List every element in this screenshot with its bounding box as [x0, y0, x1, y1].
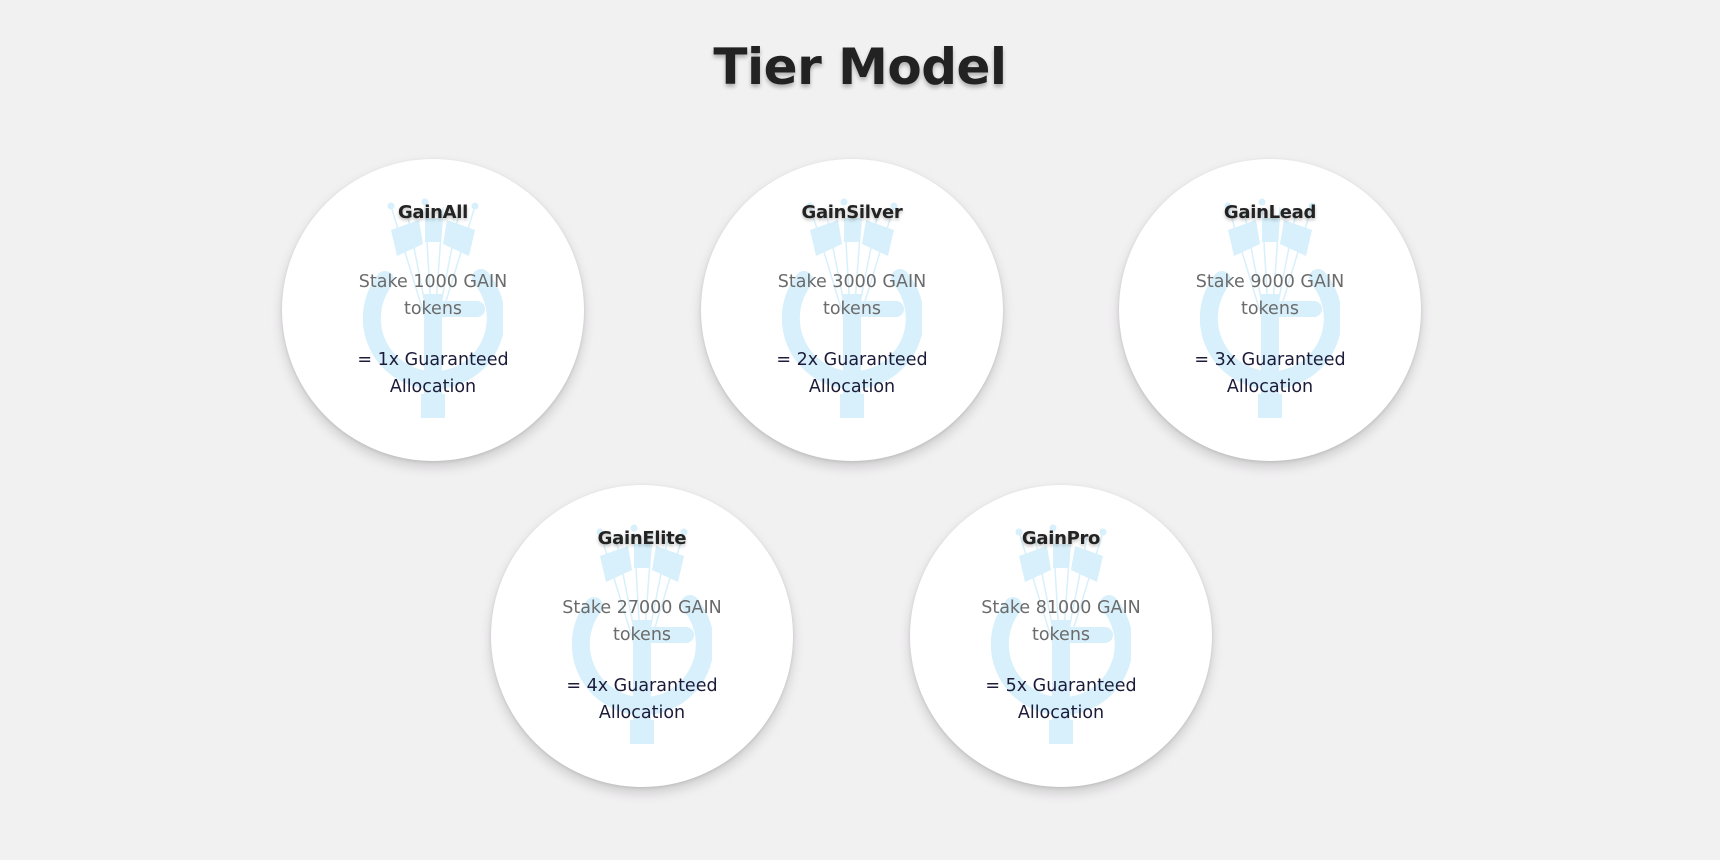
tier-allocation: = 3x Guaranteed Allocation	[1194, 350, 1346, 397]
tier-name: GainElite	[597, 528, 687, 549]
tier-name: GainPro	[1021, 528, 1101, 549]
tier-stake-requirement: Stake 27000 GAIN tokens	[562, 598, 722, 645]
tier-card-gainelite: GainElite Stake 27000 GAIN tokens = 4x G…	[491, 485, 793, 787]
tier-stake-requirement: Stake 1000 GAIN tokens	[358, 272, 508, 319]
tier-name: GainLead	[1223, 202, 1317, 223]
tier-stake-requirement: Stake 9000 GAIN tokens	[1195, 272, 1345, 319]
tier-name: GainAll	[397, 202, 469, 223]
tier-card-gainlead: GainLead Stake 9000 GAIN tokens = 3x Gua…	[1119, 159, 1421, 461]
tier-stake-requirement: Stake 81000 GAIN tokens	[981, 598, 1141, 645]
tier-allocation: = 1x Guaranteed Allocation	[357, 350, 509, 397]
tier-card-gainall: GainAll Stake 1000 GAIN tokens = 1x Guar…	[282, 159, 584, 461]
tier-allocation: = 4x Guaranteed Allocation	[566, 676, 718, 723]
tier-card-gainpro: GainPro Stake 81000 GAIN tokens = 5x Gua…	[910, 485, 1212, 787]
page-title: Tier Model	[713, 38, 1007, 96]
tier-card-gainsilver: GainSilver Stake 3000 GAIN tokens = 2x G…	[701, 159, 1003, 461]
tier-allocation: = 2x Guaranteed Allocation	[776, 350, 928, 397]
tier-allocation: = 5x Guaranteed Allocation	[985, 676, 1137, 723]
tier-name: GainSilver	[801, 202, 903, 223]
tier-stake-requirement: Stake 3000 GAIN tokens	[777, 272, 927, 319]
